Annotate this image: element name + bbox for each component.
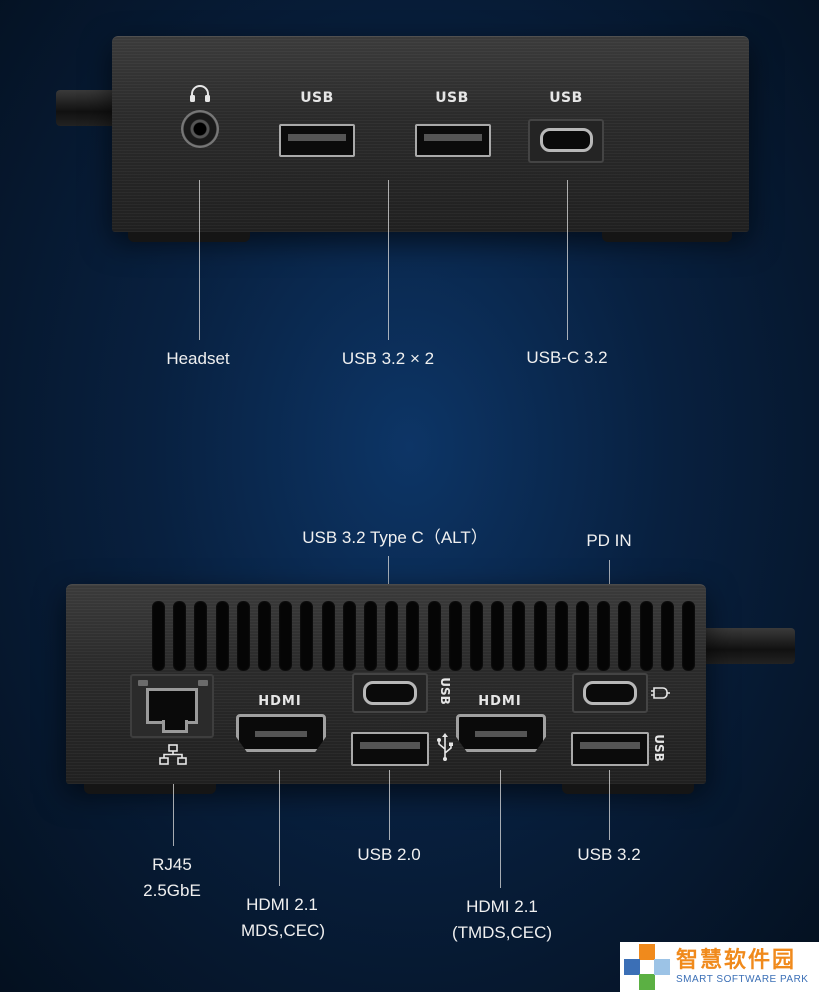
usb-a-port-1 xyxy=(279,124,355,157)
usb-symbol-icon xyxy=(437,733,453,761)
callout-pd-in: PD IN xyxy=(586,531,632,550)
bottom-power-cable xyxy=(700,628,795,664)
vent-slot xyxy=(194,601,208,671)
vent-slot xyxy=(236,601,250,671)
rj45-led-right xyxy=(198,680,208,686)
leader-usb32x2 xyxy=(388,180,389,340)
hdmi-port-2 xyxy=(456,714,546,752)
usb-a-port-2 xyxy=(415,124,491,157)
wm-square-light xyxy=(654,959,670,975)
headset-jack xyxy=(181,110,219,148)
vent-slot xyxy=(491,601,505,671)
vent-slot xyxy=(597,601,611,671)
vent-slot xyxy=(215,601,229,671)
network-icon xyxy=(159,744,187,765)
watermark-logo: 智慧软件园 SMART SOFTWARE PARK xyxy=(620,942,819,992)
leader-hdmi-1 xyxy=(279,770,280,886)
top-device-foot-left xyxy=(128,232,250,242)
vent-slot xyxy=(660,601,674,671)
callout-rj45-line2: 2.5GbE xyxy=(143,881,201,900)
callout-usbc32: USB-C 3.2 xyxy=(526,348,608,367)
vent-slot xyxy=(152,601,165,671)
bottom-device-foot-right xyxy=(562,784,694,794)
wm-square-green xyxy=(639,974,655,990)
usb-a-2-port-label: USB xyxy=(435,90,469,106)
top-power-cable xyxy=(56,90,116,126)
leader-hdmi-2 xyxy=(500,770,501,888)
watermark-cn-text: 智慧软件园 xyxy=(676,948,797,973)
power-plug-icon xyxy=(651,687,670,699)
vent-slot xyxy=(173,601,187,671)
vent-slot xyxy=(427,601,441,671)
callout-usb20: USB 2.0 xyxy=(357,845,421,864)
headset-icon xyxy=(190,85,210,102)
pd-in-port xyxy=(583,681,637,705)
callout-hdmi-2-line2: (TMDS,CEC) xyxy=(451,923,553,942)
callout-usb32x2: USB 3.2 × 2 xyxy=(341,349,435,368)
vent-slot xyxy=(279,601,293,671)
vent-slot xyxy=(512,601,526,671)
bottom-device-foot-left xyxy=(84,784,216,794)
vent-slot xyxy=(342,601,356,671)
wm-square-orange xyxy=(639,944,655,960)
wm-square-blue xyxy=(624,959,640,975)
usb-3-2-port xyxy=(571,732,649,766)
top-device-foot-right xyxy=(602,232,732,242)
vent-slot xyxy=(364,601,377,671)
vent-slot xyxy=(300,601,314,671)
callout-hdmi-1-line1: HDMI 2.1 xyxy=(246,895,318,914)
callout-usb32-typec-alt: USB 3.2 Type C（ALT） xyxy=(302,528,488,547)
watermark-en-text: SMART SOFTWARE PARK xyxy=(676,974,809,985)
vent-slot xyxy=(258,601,271,671)
vent-slot xyxy=(554,601,568,671)
vent-slot xyxy=(406,601,420,671)
callout-headset: Headset xyxy=(166,349,230,368)
callout-hdmi-1-line2: MDS,CEC) xyxy=(240,921,326,940)
usb-3-2-port-label: USB xyxy=(652,734,666,762)
callout-usb32: USB 3.2 xyxy=(577,845,641,864)
vent-slot xyxy=(576,601,589,671)
vent-slot xyxy=(682,601,695,671)
usb-c-alt-port-label: USB xyxy=(438,677,452,705)
hdmi-2-port-label: HDMI xyxy=(478,694,522,709)
hdmi-1-port-label: HDMI xyxy=(258,694,302,709)
leader-headset xyxy=(199,180,200,340)
leader-usbc32 xyxy=(567,180,568,340)
usb-c-port-label: USB xyxy=(549,90,583,106)
vent-slot xyxy=(639,601,653,671)
vent-slot xyxy=(448,601,462,671)
callout-hdmi-2-line1: HDMI 2.1 xyxy=(466,897,538,916)
vent-slot xyxy=(470,601,483,671)
leader-usb32 xyxy=(609,770,610,840)
leader-rj45 xyxy=(173,784,174,846)
usb-c-alt-port xyxy=(363,681,417,705)
callout-rj45-line1: RJ45 xyxy=(152,855,192,874)
vent-slot xyxy=(321,601,335,671)
vent-slot xyxy=(385,601,399,671)
usb-2-0-port xyxy=(351,732,429,766)
vent-slot xyxy=(618,601,632,671)
leader-usb20 xyxy=(389,770,390,840)
usb-a-1-port-label: USB xyxy=(300,90,334,106)
usb-c-port xyxy=(540,128,593,152)
vent-slot xyxy=(533,601,547,671)
hdmi-port-1 xyxy=(236,714,326,752)
rj45-led-left xyxy=(138,680,148,686)
watermark-emblem xyxy=(624,944,670,990)
